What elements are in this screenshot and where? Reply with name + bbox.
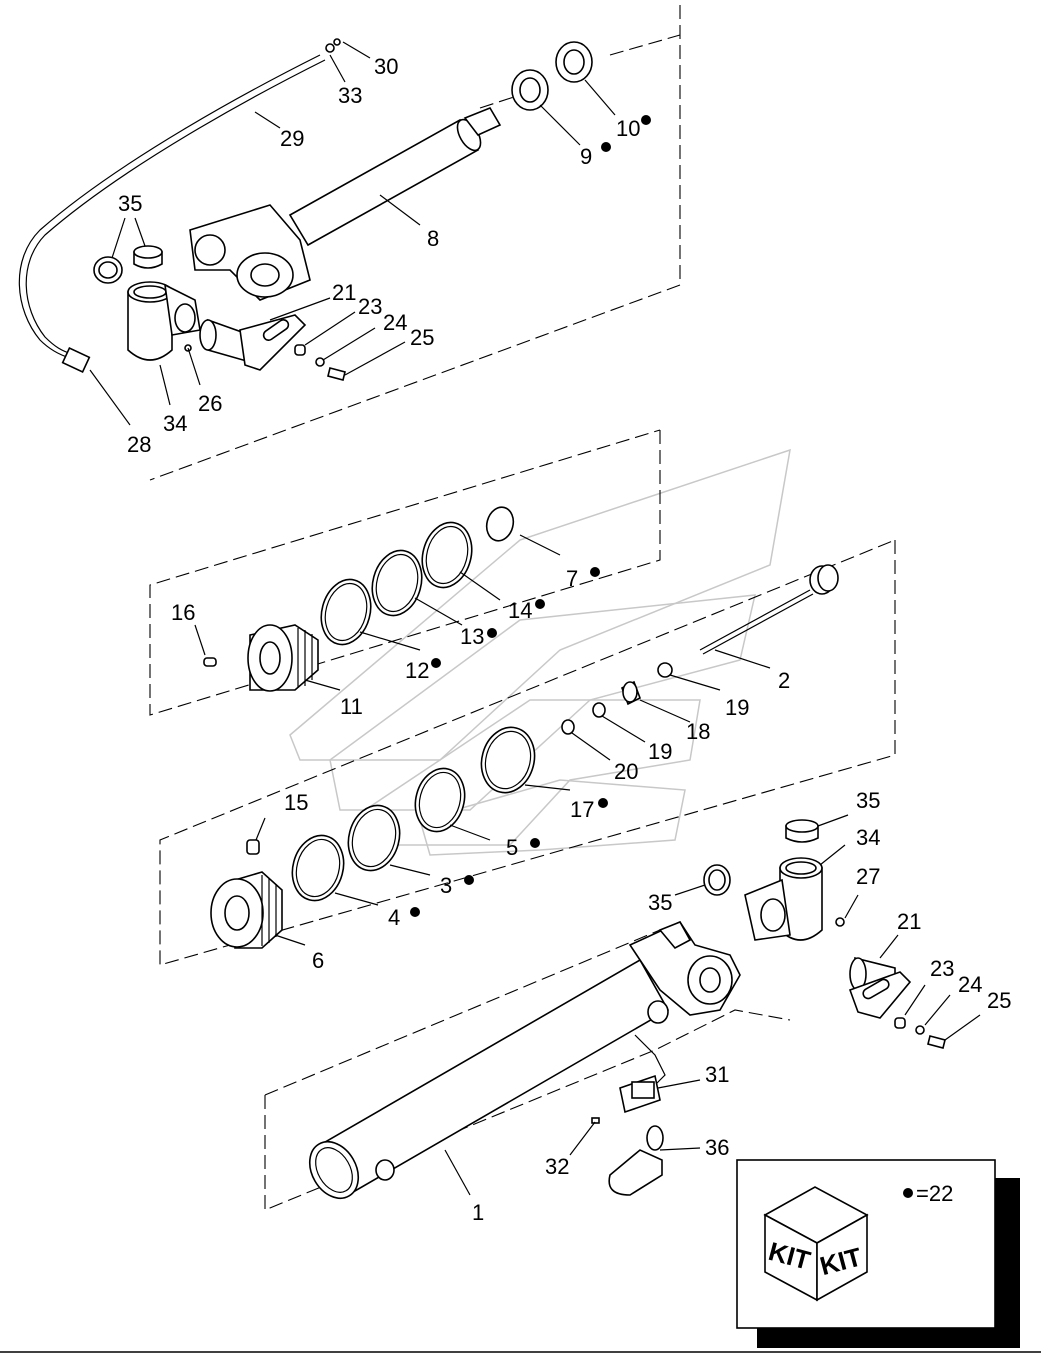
rod-assembly [18,38,593,381]
kit-bullets [410,115,651,917]
callout: 4 [388,905,400,930]
callout: 21 [332,280,356,305]
callout: 21 [897,909,921,934]
callout: 19 [725,695,749,720]
callout: 25 [987,988,1011,1013]
callout: 34 [856,825,880,850]
watermark-logo [289,448,791,856]
callout: 30 [374,54,398,79]
group-outlines [149,5,896,1211]
callout: 13 [460,624,484,649]
callout: 2 [778,668,790,693]
callout: 6 [312,948,324,973]
callout: 18 [686,719,710,744]
callout: 15 [284,790,308,815]
piston-assembly [210,564,839,949]
callout: 32 [545,1154,569,1179]
callout-labels: 30 33 29 10 9 8 35 21 23 24 25 26 34 28 … [118,54,1011,1225]
callout: 33 [338,83,362,108]
callout: 35 [648,890,672,915]
callout: 10 [616,116,640,141]
callout: 11 [340,694,363,719]
callout: 17 [570,797,594,822]
callout: 27 [856,864,880,889]
leader-lines [89,41,981,1196]
gland-assembly [203,506,515,692]
callout: 36 [705,1135,729,1160]
callout: 31 [705,1062,729,1087]
callout: 28 [127,432,151,457]
callout: 24 [958,972,982,997]
barrel-assembly [308,819,946,1200]
callout: 35 [856,788,880,813]
kit-legend: KIT KIT =22 [736,1159,1020,1348]
callout: 12 [405,658,429,683]
callout: 7 [566,566,578,591]
callout: 1 [472,1200,484,1225]
callout: 8 [427,226,439,251]
callout: 23 [358,294,382,319]
legend-dot-meaning: =22 [916,1181,953,1206]
callout: 25 [410,325,434,350]
callout: 9 [580,144,592,169]
callout: 3 [440,873,452,898]
callout: 16 [171,600,195,625]
callout: 34 [163,411,187,436]
callout: 5 [506,835,518,860]
callout: 35 [118,191,142,216]
callout: 19 [648,739,672,764]
callout: 24 [383,310,407,335]
callout: 23 [930,956,954,981]
callout: 14 [508,598,532,623]
kit-box-icon: KIT KIT [763,1186,869,1302]
callout: 26 [198,391,222,416]
callout: 20 [614,759,638,784]
callout: 29 [280,126,304,151]
